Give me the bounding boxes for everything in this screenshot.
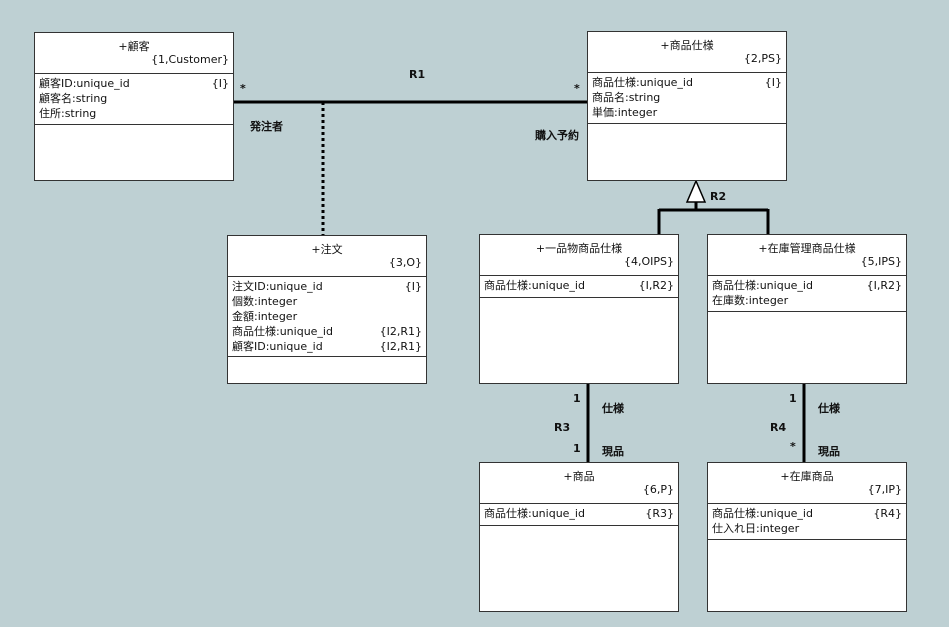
attribute-text: 住所:string bbox=[39, 107, 97, 120]
class-key: {3,O} bbox=[388, 256, 422, 269]
attribute: 商品名:string bbox=[592, 90, 782, 105]
attribute-text: 商品仕様:unique_id bbox=[232, 325, 333, 338]
attribute-tag: {R3} bbox=[645, 507, 674, 520]
class-product[interactable]: +商品 {6,P} 商品仕様:unique_id {R3} bbox=[479, 462, 679, 612]
attribute-text: 商品名:string bbox=[592, 91, 661, 104]
r2-generalization-arrow bbox=[685, 179, 707, 203]
class-name: +一品物商品仕様 bbox=[535, 242, 623, 255]
class-name: +在庫管理商品仕様 bbox=[758, 242, 856, 255]
attribute-text: 顧客ID:unique_id bbox=[39, 77, 130, 90]
class-key: {4,OIPS} bbox=[623, 255, 674, 268]
r1-role-left: 発注者 bbox=[250, 120, 283, 133]
r2-label: R2 bbox=[710, 190, 727, 203]
class-header: +商品 {6,P} bbox=[480, 463, 678, 504]
attribute-text: 顧客ID:unique_id bbox=[232, 340, 323, 353]
class-header: +顧客 {1,Customer} bbox=[35, 33, 233, 74]
attribute: 注文ID:unique_id {I} bbox=[232, 279, 422, 294]
attribute-list: 顧客ID:unique_id {I} 顧客名:string 住所:string bbox=[35, 74, 233, 125]
attribute-list: 商品仕様:unique_id {I} 商品名:string 単価:integer bbox=[588, 73, 786, 124]
attribute-tag: {I2,R1} bbox=[379, 340, 422, 353]
attribute-tag: {I} bbox=[764, 76, 782, 89]
attribute-text: 商品仕様:unique_id bbox=[592, 76, 693, 89]
class-header: +注文 {3,O} bbox=[228, 236, 426, 277]
class-header: +在庫商品 {7,IP} bbox=[708, 463, 906, 504]
class-header: +一品物商品仕様 {4,OIPS} bbox=[480, 235, 678, 276]
class-header: +在庫管理商品仕様 {5,IPS} bbox=[708, 235, 906, 276]
r1-multiplicity-right: * bbox=[574, 82, 580, 95]
attribute-tag: {I,R2} bbox=[866, 279, 902, 292]
attribute: 商品仕様:unique_id {I,R2} bbox=[712, 278, 902, 293]
class-name: +商品 bbox=[563, 470, 595, 483]
r3-role-top: 仕様 bbox=[602, 402, 624, 415]
class-stock-managed-spec[interactable]: +在庫管理商品仕様 {5,IPS} 商品仕様:unique_id {I,R2} 在… bbox=[707, 234, 907, 384]
attribute-text: 商品仕様:unique_id bbox=[484, 279, 585, 292]
attribute-text: 在庫数:integer bbox=[712, 294, 789, 307]
r1-label: R1 bbox=[409, 68, 426, 81]
class-name: +在庫商品 bbox=[780, 470, 834, 483]
attribute: 仕入れ日:integer bbox=[712, 521, 902, 536]
attribute-tag: {I2,R1} bbox=[379, 325, 422, 338]
r3-role-bottom: 現品 bbox=[602, 445, 624, 458]
attribute: 商品仕様:unique_id {I,R2} bbox=[484, 278, 674, 293]
class-order[interactable]: +注文 {3,O} 注文ID:unique_id {I} 個数:integer 金… bbox=[227, 235, 427, 384]
attribute-list: 注文ID:unique_id{I} 個数:integer 金額:integer … bbox=[228, 277, 426, 357]
r4-multiplicity-bottom: * bbox=[790, 440, 796, 453]
class-single-item-spec[interactable]: +一品物商品仕様 {4,OIPS} 商品仕様:unique_id {I,R2} bbox=[479, 234, 679, 384]
class-header: +商品仕様 {2,PS} bbox=[588, 32, 786, 73]
attribute-list: 商品仕様:unique_id {I,R2} bbox=[480, 276, 678, 298]
r3-label: R3 bbox=[554, 421, 571, 434]
attribute-list: 商品仕様:unique_id {I,R2} 在庫数:integer bbox=[708, 276, 906, 312]
attribute: 単価:integer bbox=[592, 105, 782, 120]
r4-label: R4 bbox=[770, 421, 787, 434]
attribute: 商品仕様:unique_id {R3} bbox=[484, 506, 674, 521]
attribute: 住所:string bbox=[39, 106, 229, 121]
attribute-tag: {I,R2} bbox=[638, 279, 674, 292]
class-name: +注文 bbox=[311, 243, 343, 256]
attribute-text: 商品仕様:unique_id bbox=[712, 279, 813, 292]
class-key: {6,P} bbox=[642, 483, 674, 496]
r1-multiplicity-left: * bbox=[240, 82, 246, 95]
class-key: {1,Customer} bbox=[151, 53, 229, 66]
r4-role-top: 仕様 bbox=[818, 402, 840, 415]
attribute: 個数:integer bbox=[232, 294, 422, 309]
attribute-tag: {I} bbox=[404, 280, 422, 293]
attribute-text: 注文ID:unique_id bbox=[232, 280, 323, 293]
attribute-text: 商品仕様:unique_id bbox=[484, 507, 585, 520]
r3-multiplicity-top: 1 bbox=[573, 392, 581, 405]
attribute: 金額:integer bbox=[232, 309, 422, 324]
class-name: +商品仕様 bbox=[660, 39, 714, 52]
class-name: +顧客 bbox=[118, 40, 150, 53]
attribute: 顧客ID:unique_id {I2,R1} bbox=[232, 339, 422, 354]
attribute: 在庫数:integer bbox=[712, 293, 902, 308]
class-customer[interactable]: +顧客 {1,Customer} 顧客ID:unique_id {I} 顧客名:s… bbox=[34, 32, 234, 181]
attribute-text: 仕入れ日:integer bbox=[712, 522, 800, 535]
attribute: 顧客ID:unique_id {I} bbox=[39, 76, 229, 91]
class-key: {2,PS} bbox=[743, 52, 782, 65]
attribute-text: 商品仕様:unique_id bbox=[712, 507, 813, 520]
attribute-list: 商品仕様:unique_id {R4} 仕入れ日:integer bbox=[708, 504, 906, 540]
class-key: {7,IP} bbox=[867, 483, 902, 496]
attribute-tag: {R4} bbox=[873, 507, 902, 520]
attribute: 商品仕様:unique_id {I2,R1} bbox=[232, 324, 422, 339]
r1-role-right: 購入予約 bbox=[535, 129, 579, 142]
r4-multiplicity-top: 1 bbox=[789, 392, 797, 405]
attribute-text: 個数:integer bbox=[232, 295, 298, 308]
class-product-spec[interactable]: +商品仕様 {2,PS} 商品仕様:unique_id {I} 商品名:strin… bbox=[587, 31, 787, 181]
r4-role-bottom: 現品 bbox=[818, 445, 840, 458]
class-key: {5,IPS} bbox=[860, 255, 902, 268]
attribute: 顧客名:string bbox=[39, 91, 229, 106]
attribute-list: 商品仕様:unique_id {R3} bbox=[480, 504, 678, 526]
attribute: 商品仕様:unique_id {R4} bbox=[712, 506, 902, 521]
r3-multiplicity-bottom: 1 bbox=[573, 442, 581, 455]
attribute-tag: {I} bbox=[211, 77, 229, 90]
attribute-text: 金額:integer bbox=[232, 310, 298, 323]
attribute-text: 単価:integer bbox=[592, 106, 658, 119]
attribute: 商品仕様:unique_id {I} bbox=[592, 75, 782, 90]
class-stock-product[interactable]: +在庫商品 {7,IP} 商品仕様:unique_id {R4} 仕入れ日:int… bbox=[707, 462, 907, 612]
attribute-text: 顧客名:string bbox=[39, 92, 108, 105]
